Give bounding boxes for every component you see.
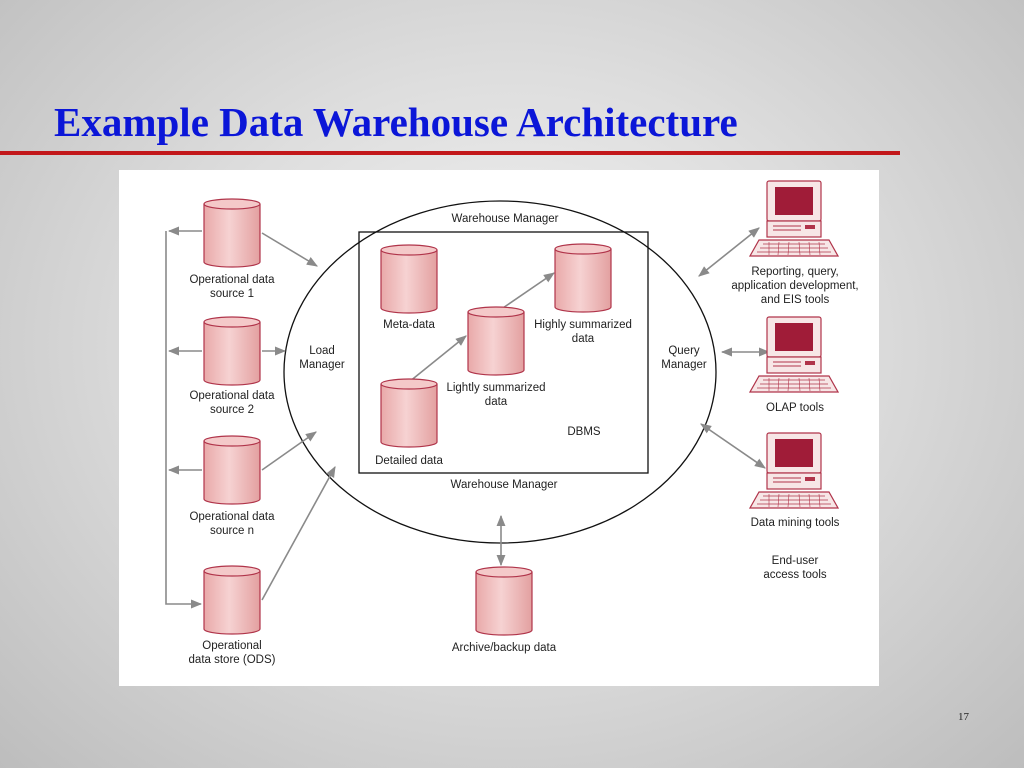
meta-data-label: Meta-data xyxy=(383,319,435,331)
lightly-summarized-label-line1: Lightly summarized xyxy=(446,382,545,394)
warehouse-manager-bottom-label: Warehouse Manager xyxy=(451,479,558,491)
source-1-label-line1: Operational data xyxy=(189,274,275,286)
source-2-label-line2: source 2 xyxy=(210,404,254,416)
load-manager-label-line2: Manager xyxy=(299,359,345,371)
lightly-summarized-label-line2: data xyxy=(485,396,508,408)
architecture-diagram: Operational data source 1 Operational da… xyxy=(119,170,879,686)
meta-data-cylinder-icon xyxy=(380,244,438,314)
source-n-label-line2: source n xyxy=(210,525,254,537)
highly-summarized-label-line1: Highly summarized xyxy=(534,319,632,331)
source-1-cylinder-icon xyxy=(203,198,261,268)
detailed-data-cylinder-icon xyxy=(380,378,438,448)
load-manager-label-line1: Load xyxy=(309,345,335,357)
source-1-label-line2: source 1 xyxy=(210,288,254,300)
ods-label-line2: data store (ODS) xyxy=(189,654,276,666)
diagram-canvas: Operational data source 1 Operational da… xyxy=(165,180,859,666)
data-mining-computer-icon xyxy=(749,432,839,509)
warehouse-manager-top-label: Warehouse Manager xyxy=(452,213,559,225)
query-manager-label-line1: Query xyxy=(668,345,700,357)
highly-summarized-cylinder-icon xyxy=(554,243,612,313)
end-user-label-line1: End-user xyxy=(772,555,819,567)
source-2-label-line1: Operational data xyxy=(189,390,275,402)
reporting-tools-label-line1: Reporting, query, xyxy=(751,266,838,278)
source-n-label-line1: Operational data xyxy=(189,511,275,523)
reporting-tools-label-line2: application development, xyxy=(731,280,858,292)
source-arrows xyxy=(165,226,771,609)
reporting-computer-icon xyxy=(749,180,839,257)
slide-title: Example Data Warehouse Architecture xyxy=(54,99,738,145)
reporting-tools-label-line3: and EIS tools xyxy=(761,294,830,306)
title-underline xyxy=(0,151,900,155)
archive-label: Archive/backup data xyxy=(452,642,557,654)
data-mining-tools-label: Data mining tools xyxy=(751,517,840,529)
detailed-data-label: Detailed data xyxy=(375,455,443,467)
highly-summarized-label-line2: data xyxy=(572,333,595,345)
ods-cylinder-icon xyxy=(203,565,261,635)
page-number: 17 xyxy=(958,711,969,723)
dbms-box xyxy=(358,231,649,474)
olap-tools-label: OLAP tools xyxy=(766,402,824,414)
archive-cylinder-icon xyxy=(475,566,533,636)
olap-computer-icon xyxy=(749,316,839,393)
end-user-label-line2: access tools xyxy=(763,569,827,581)
lightly-summarized-cylinder-icon xyxy=(467,306,525,376)
source-n-cylinder-icon xyxy=(203,435,261,505)
source-2-cylinder-icon xyxy=(203,316,261,386)
query-manager-label-line2: Manager xyxy=(661,359,707,371)
ods-label-line1: Operational xyxy=(202,640,261,652)
dbms-label: DBMS xyxy=(567,426,601,438)
